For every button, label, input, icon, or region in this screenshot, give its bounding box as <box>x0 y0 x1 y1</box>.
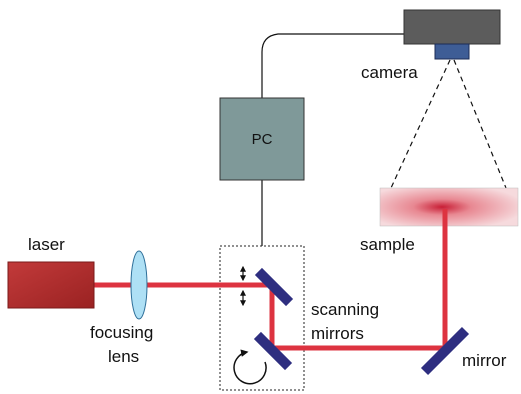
scanning-mirrors-label-line2: mirrors <box>311 324 364 343</box>
focusing-lens <box>130 250 148 320</box>
scanning-mirrors-label-line1: scanning <box>311 300 379 319</box>
scanning-mirror-1 <box>254 267 294 307</box>
mirror-label: mirror <box>462 351 507 370</box>
camera-cable <box>261 33 405 98</box>
sample-slab <box>379 187 519 227</box>
pc-box <box>219 97 305 181</box>
laser-label: laser <box>28 235 65 254</box>
rotate-arrow-icon <box>233 349 267 385</box>
focusing-lens-label-line2: lens <box>108 347 139 366</box>
pc-label: PC <box>252 131 273 148</box>
field-of-view-left <box>390 59 451 189</box>
camera-body <box>403 9 501 45</box>
camera-lens <box>434 43 470 60</box>
field-of-view-right <box>453 59 507 189</box>
focusing-lens-label-line1: focusing <box>90 323 153 342</box>
laser-source <box>7 261 95 309</box>
scanning-mirrors-enclosure <box>219 245 305 391</box>
fold-mirror <box>420 326 470 376</box>
camera-label: camera <box>361 63 418 82</box>
scanning-mirror-2 <box>253 331 293 371</box>
sample-label: sample <box>360 235 415 254</box>
